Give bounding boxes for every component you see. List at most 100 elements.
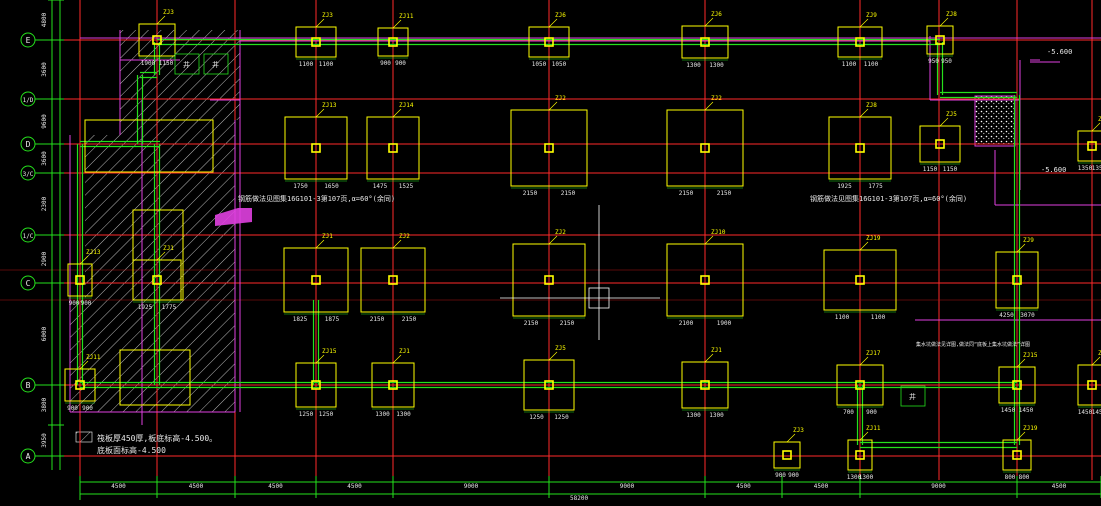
axis-label: A: [26, 452, 31, 461]
label-leader: [392, 19, 402, 29]
footing-dimension: 1925: [138, 304, 153, 311]
footing-dimension: 950: [928, 58, 939, 65]
column-box: [311, 143, 321, 153]
footing-label: ZJ2: [711, 95, 722, 102]
footing-dimension: 1100: [871, 314, 886, 321]
footing-dimension: 1100: [299, 61, 314, 68]
label-leader: [939, 17, 949, 27]
label-leader: [1091, 122, 1101, 132]
footing-dimension: 1350: [1078, 165, 1093, 172]
footing-dimension: 1750: [293, 183, 308, 190]
label-leader: [79, 255, 89, 265]
footing-label: ZJ13: [322, 102, 337, 109]
left-dimension: 3600: [41, 62, 48, 77]
footing-label: ZJ10: [711, 229, 726, 236]
footing-label: ZJ2: [555, 229, 566, 236]
footing-label: ZJ9: [866, 12, 877, 19]
legend-text: 筏板厚450厚,板底标高-4.500。: [97, 433, 217, 443]
left-dimension: 6000: [41, 326, 48, 341]
footing-dimension: 1300: [709, 412, 724, 419]
axis-label: C: [26, 279, 31, 288]
column-box: [544, 143, 554, 153]
footing-dimension: 1300: [859, 474, 874, 481]
axis-label: 3/C: [23, 171, 34, 178]
label-leader: [156, 15, 166, 25]
pit-box: [203, 53, 229, 75]
label-leader: [156, 251, 166, 261]
footing-label: ZJ1: [711, 347, 722, 354]
footing-dimension: 1300: [396, 411, 411, 418]
footing-outline: [773, 441, 801, 469]
footing-dimension: 1925: [837, 183, 852, 190]
footing-label: ZJ19: [1023, 425, 1038, 432]
footing-dimension: 1300: [375, 411, 390, 418]
column-box: [1087, 141, 1097, 151]
hatch-legend-box: [75, 431, 93, 443]
footing-label: ZJ9: [1023, 237, 1034, 244]
footing-dimension: 1475: [373, 183, 388, 190]
footing-dimension: 4250: [999, 312, 1014, 319]
footing-dimension: 1250: [299, 411, 314, 418]
raft-outline: [84, 119, 214, 173]
bottom-dimension: 9000: [620, 483, 635, 490]
footing-dimension: 1100: [835, 314, 850, 321]
cursor-box: [588, 287, 610, 309]
column-box: [388, 380, 398, 390]
elevation-label-1: -5.600: [1047, 48, 1072, 56]
footing-dimension: 1450: [1078, 409, 1093, 416]
bottom-dimension: 4500: [189, 483, 204, 490]
sump-pit: [974, 95, 1016, 147]
footing-dimension: 1100: [319, 61, 334, 68]
footing-dimension: 3070: [1020, 312, 1035, 319]
footing-dimension: 1300: [686, 62, 701, 69]
footing-label: ZJ2: [555, 95, 566, 102]
column-box: [1012, 450, 1022, 460]
column-box: [152, 35, 162, 45]
footing-label: ZJ1: [163, 245, 174, 252]
footing-label: ZJ5: [946, 111, 957, 118]
label-leader: [548, 101, 558, 111]
footing-dimension: 2150: [560, 320, 575, 327]
column-box: [700, 37, 710, 47]
footing-dimension: 1650: [324, 183, 339, 190]
footing-dimension: 1450: [1019, 407, 1034, 414]
column-box: [855, 450, 865, 460]
footing-dimension: 1150: [943, 166, 958, 173]
footing-dimension: 1775: [162, 304, 177, 311]
footing-dimension: 900: [82, 405, 93, 412]
footing-dimension: 1250: [319, 411, 334, 418]
footing-dimension: 1050: [552, 61, 567, 68]
label-leader: [315, 239, 325, 249]
footing-dimension: 1450: [1092, 409, 1101, 416]
footing-dimension: 900: [395, 60, 406, 67]
axis-layer: E1/DD3/C1/CCBA48003600960036002300290060…: [0, 0, 1101, 480]
footing-dimension: 2150: [402, 316, 417, 323]
footing-dimension: 900: [380, 60, 391, 67]
label-leader: [1016, 358, 1026, 368]
axis-label: 1/D: [23, 97, 34, 104]
footing-dimension: 1300: [709, 62, 724, 69]
footing-dimension: 1825: [293, 316, 308, 323]
column-box: [700, 275, 710, 285]
column-box: [1087, 380, 1097, 390]
footing-dimension: 1300: [847, 474, 862, 481]
left-dimension: 3950: [41, 433, 48, 448]
column-box: [75, 275, 85, 285]
footing-dimension: 1100: [864, 61, 879, 68]
footing-dimension: 900: [775, 472, 786, 479]
column-box: [311, 275, 321, 285]
label-leader: [315, 18, 325, 28]
left-dimension: 4800: [41, 12, 48, 27]
bottom-dimension: 4500: [1052, 483, 1067, 490]
pit-label: 井: [212, 60, 219, 69]
footing-dimension: 900: [69, 300, 80, 307]
footing-dimension: 800: [1019, 474, 1030, 481]
footing-dimension: 1050: [532, 61, 547, 68]
footing-label: ZJ8: [866, 102, 877, 109]
footing-dimension: 900: [866, 409, 877, 416]
left-dimension: 3600: [41, 151, 48, 166]
label-leader: [859, 356, 869, 366]
footing-label: ZJ6: [711, 11, 722, 18]
